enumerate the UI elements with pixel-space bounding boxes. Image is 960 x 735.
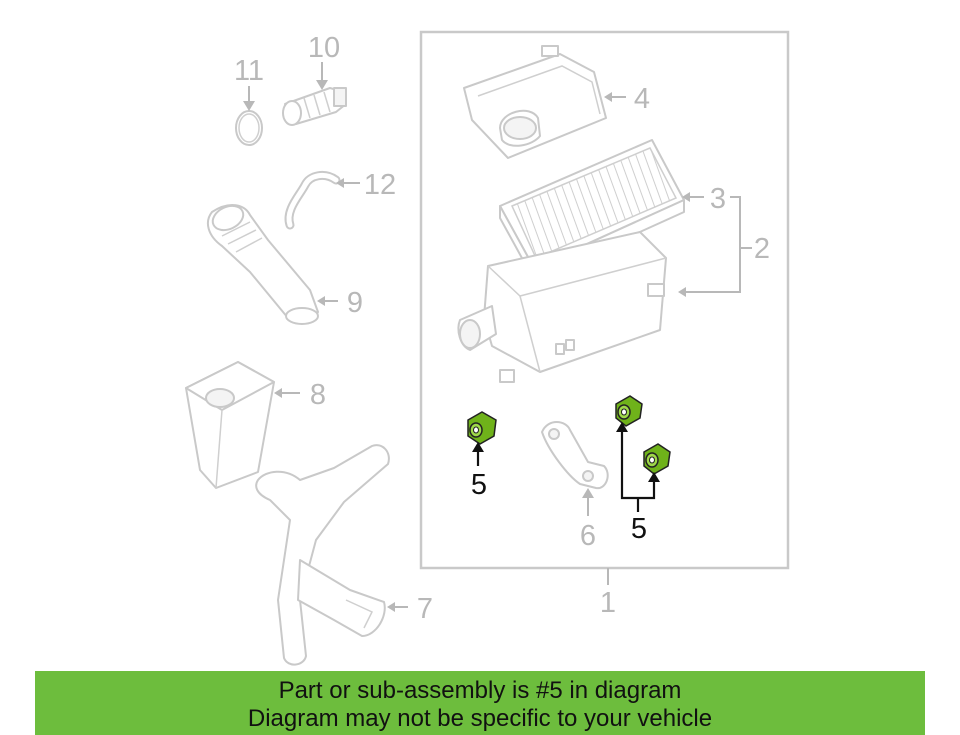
callout-12: 12 [364, 169, 396, 201]
callout-5-left: 5 [471, 469, 487, 501]
part-7-inlet-duct[interactable] [255, 444, 390, 666]
banner-line-2: Diagram may not be specific to your vehi… [247, 705, 713, 732]
callout-7: 7 [417, 593, 433, 625]
part-6-bracket[interactable] [541, 421, 609, 490]
banner-line-1: Part or sub-assembly is #5 in diagram [278, 677, 682, 704]
part-2-lower-housing[interactable] [457, 231, 667, 383]
part-5-bushing-lower[interactable] [643, 443, 671, 475]
callout-9: 9 [347, 287, 363, 319]
part-9-intake-duct[interactable] [206, 201, 319, 325]
callout-1: 1 [600, 587, 616, 619]
callout-6: 6 [580, 520, 596, 552]
callout-8: 8 [310, 379, 326, 411]
part-5-bushing-left[interactable] [467, 411, 497, 445]
part-5-bushing-upper[interactable] [615, 395, 643, 427]
callout-2: 2 [754, 233, 770, 265]
callout-11: 11 [234, 55, 264, 87]
part-12-hose[interactable] [284, 170, 341, 230]
part-11-o-ring[interactable] [235, 110, 263, 146]
assembly-frame [419, 30, 790, 570]
part-4-upper-cover[interactable] [463, 45, 607, 159]
callout-10: 10 [308, 32, 340, 64]
callout-3: 3 [710, 183, 726, 215]
callout-4: 4 [634, 83, 650, 115]
callout-5-right: 5 [631, 513, 647, 545]
part-8-resonator[interactable] [185, 361, 275, 489]
info-banner: Part or sub-assembly is #5 in diagram Di… [35, 671, 925, 735]
part-10-airflow-sensor[interactable] [282, 87, 347, 126]
